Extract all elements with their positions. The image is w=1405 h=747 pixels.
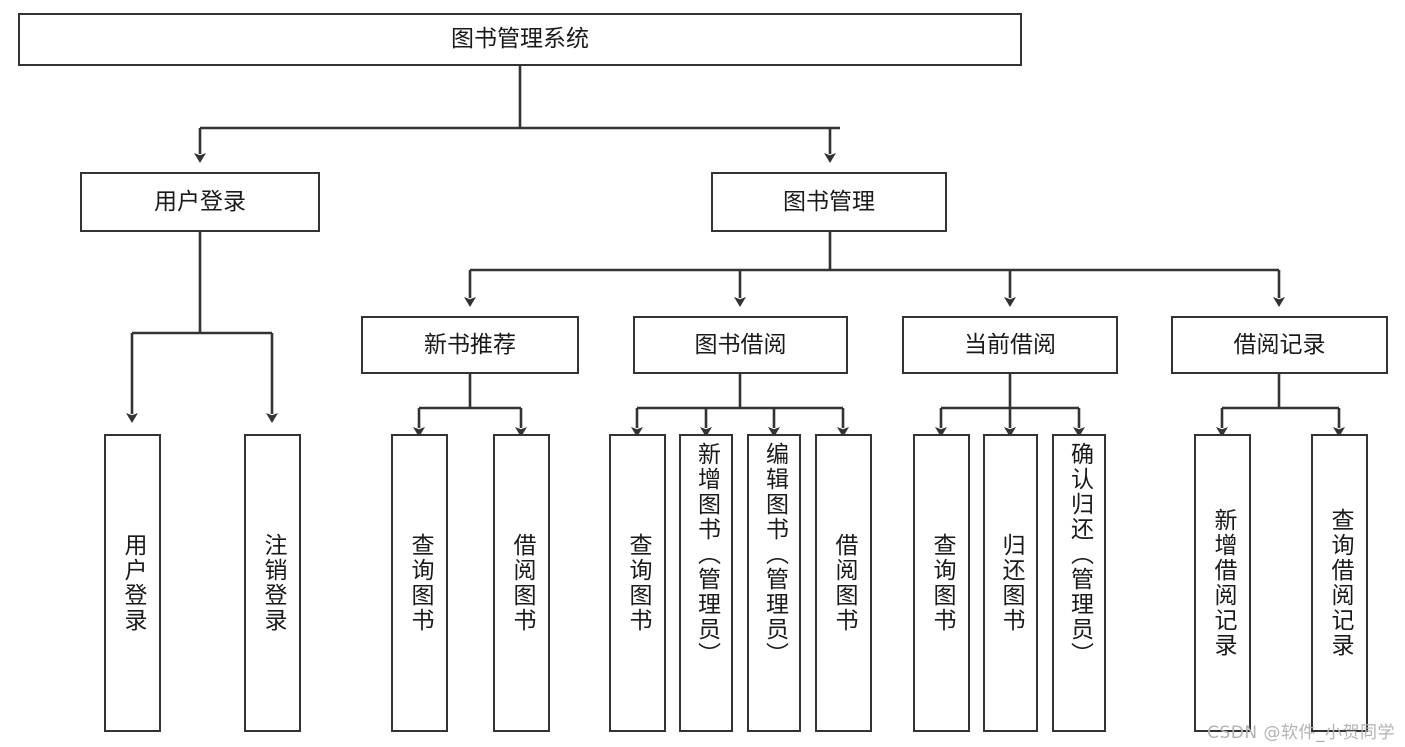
node-label: 新增借阅记录 [1210,508,1236,658]
leaf-confirm-return[interactable]: 确认归还（管理员） [1052,434,1106,732]
node-current-borrow[interactable]: 当前借阅 [902,316,1118,374]
node-root-system[interactable]: 图书管理系统 [18,13,1022,66]
node-label: 编辑图书（管理员） [761,442,788,667]
leaf-edit-book[interactable]: 编辑图书（管理员） [747,434,801,732]
node-label: 查询借阅记录 [1327,508,1353,658]
node-new-book-recommend[interactable]: 新书推荐 [361,316,579,374]
node-user-login[interactable]: 用户登录 [80,172,320,232]
node-label: 注销登录 [260,533,286,633]
node-label: 归还图书 [998,533,1024,633]
node-label: 图书借阅 [694,331,787,358]
node-book-manage[interactable]: 图书管理 [711,172,947,232]
node-label: 查询图书 [929,533,955,633]
node-label: 用户登录 [120,533,146,633]
leaf-add-book[interactable]: 新增图书（管理员） [679,434,733,732]
node-label: 图书管理系统 [451,26,589,53]
node-label: 查询图书 [625,533,651,633]
node-label: 当前借阅 [964,331,1056,358]
leaf-borrow-book-1[interactable]: 借阅图书 [493,434,550,732]
node-label: 新增图书（管理员） [693,442,720,667]
node-label: 借阅图书 [509,533,535,633]
leaf-query-book-3[interactable]: 查询图书 [913,434,970,732]
node-book-borrow[interactable]: 图书借阅 [633,316,848,374]
node-label: 查询图书 [407,533,433,633]
node-label: 借阅记录 [1233,331,1326,358]
leaf-query-book-1[interactable]: 查询图书 [391,434,448,732]
node-label: 用户登录 [154,188,246,215]
node-label: 图书管理 [783,188,875,215]
node-label: 确认归还（管理员） [1066,442,1093,667]
leaf-return-book[interactable]: 归还图书 [983,434,1038,732]
leaf-logout[interactable]: 注销登录 [244,434,301,732]
node-borrow-record[interactable]: 借阅记录 [1171,316,1388,374]
node-label: 新书推荐 [424,331,516,358]
leaf-borrow-book-2[interactable]: 借阅图书 [815,434,872,732]
leaf-query-book-2[interactable]: 查询图书 [609,434,666,732]
leaf-add-borrow-record[interactable]: 新增借阅记录 [1194,434,1251,732]
csdn-watermark: CSDN @软件_小贺同学 [1207,723,1395,743]
node-label: 借阅图书 [831,533,857,633]
leaf-query-borrow-record[interactable]: 查询借阅记录 [1311,434,1368,732]
leaf-user-login[interactable]: 用户登录 [104,434,161,732]
